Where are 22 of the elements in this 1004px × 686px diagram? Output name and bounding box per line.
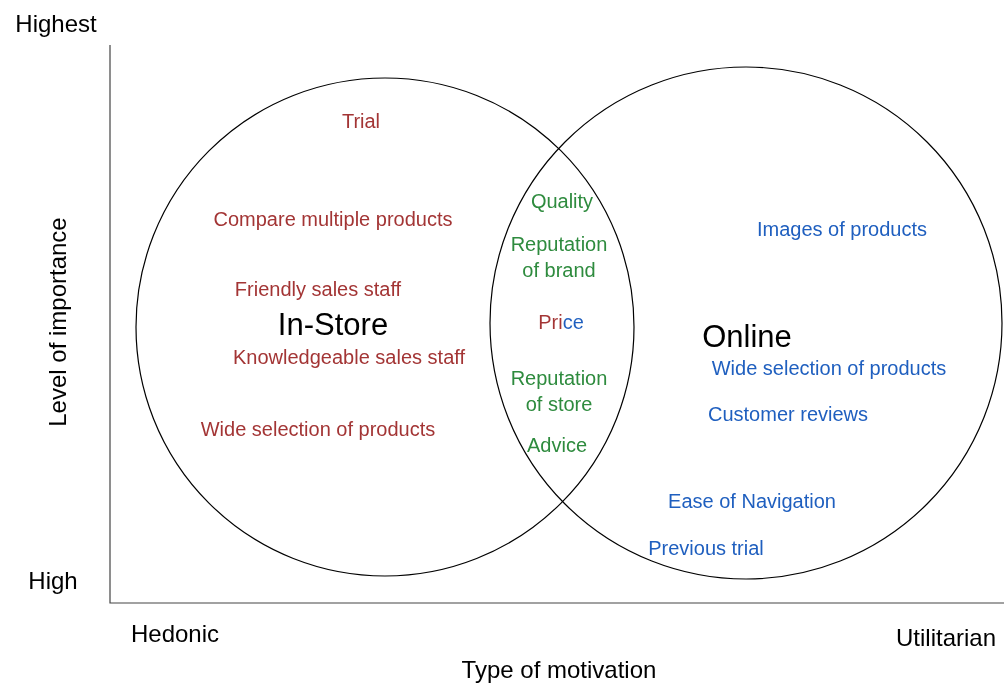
factor-label: Wide selection of products <box>711 356 947 381</box>
factor-label: Reputation of store <box>509 366 609 417</box>
axis-end-label: Utilitarian <box>896 625 996 651</box>
axis-end-label: Highest <box>15 11 97 37</box>
factor-label: Ease of Navigation <box>668 489 836 514</box>
factor-label: Friendly sales staff <box>234 277 402 302</box>
axis-title: Type of motivation <box>461 657 657 683</box>
factor-label: Wide selection of products <box>200 417 436 442</box>
factor-label: Compare multiple products <box>213 207 453 232</box>
factor-label: Images of products <box>756 217 928 242</box>
factor-label: Trial <box>341 109 381 134</box>
factor-label: Quality <box>530 189 594 214</box>
circle-title: In-Store <box>277 307 389 343</box>
factor-label: Reputation of brand <box>509 232 609 283</box>
factor-label: Customer reviews <box>708 402 868 427</box>
factor-label: Previous trial <box>648 536 764 561</box>
factor-label: Knowledgeable sales staff <box>233 345 465 370</box>
axis-end-label: Hedonic <box>130 621 220 647</box>
axis-title: Level of importance <box>45 217 71 427</box>
axis-end-label: High <box>28 568 78 594</box>
circle-title: Online <box>702 319 792 355</box>
factor-label: Advice <box>527 433 587 458</box>
